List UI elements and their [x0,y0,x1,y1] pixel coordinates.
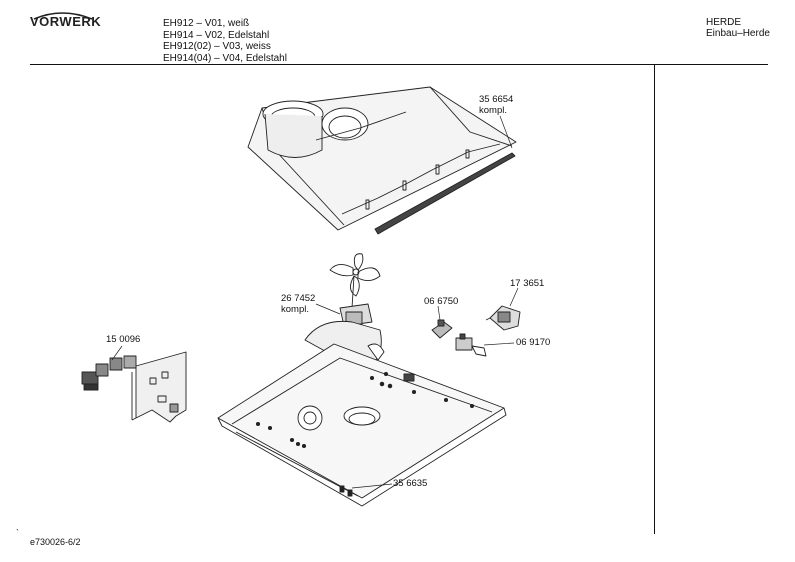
document-id: e730026-6/2 [30,537,81,547]
part-label-150096: 15 0096 [106,334,141,345]
part-note: kompl. [281,304,309,315]
part-number: 26 7452 [281,293,316,304]
relay-part-173651 [485,305,521,331]
model-line: EH914(04) – V04, Edelstahl [163,52,287,64]
model-list: EH912 – V01, weiß EH914 – V02, Edelstahl… [163,18,287,64]
part-label-066750: 06 6750 [424,296,459,307]
thermostat-part-069170 [455,333,487,357]
category-line-1: HERDE [706,17,742,28]
category-label: HERDE Einbau–Herde [706,17,770,39]
category-line-2: Einbau–Herde [706,28,770,39]
model-line: EH912(02) – V03, weiss [163,41,271,52]
part-label-069170: 06 9170 [516,337,551,348]
switch-part-066750 [431,319,453,339]
part-label-173651: 17 3651 [510,278,545,289]
column-divider [654,64,655,534]
part-label-267452: 26 7452 kompl. [281,293,315,315]
part-note: kompl. [479,105,507,116]
footer-tick-mark: ` [16,528,19,538]
model-line: EH912 – V01, weiß [163,18,250,29]
base-plate-part [217,343,507,507]
part-number: 35 6654 [479,94,514,105]
part-label-356635: 35 6635 [393,478,428,489]
leader-lines [111,115,519,489]
header-divider [30,64,768,65]
brand-logo: VORWERK [30,14,102,29]
part-label-356654: 35 6654 kompl. [479,94,513,116]
brand-arc-icon [33,12,93,20]
switch-bracket-part [81,351,187,423]
cover-plate-part [247,86,517,235]
model-line: EH914 – V02, Edelstahl [163,29,270,41]
